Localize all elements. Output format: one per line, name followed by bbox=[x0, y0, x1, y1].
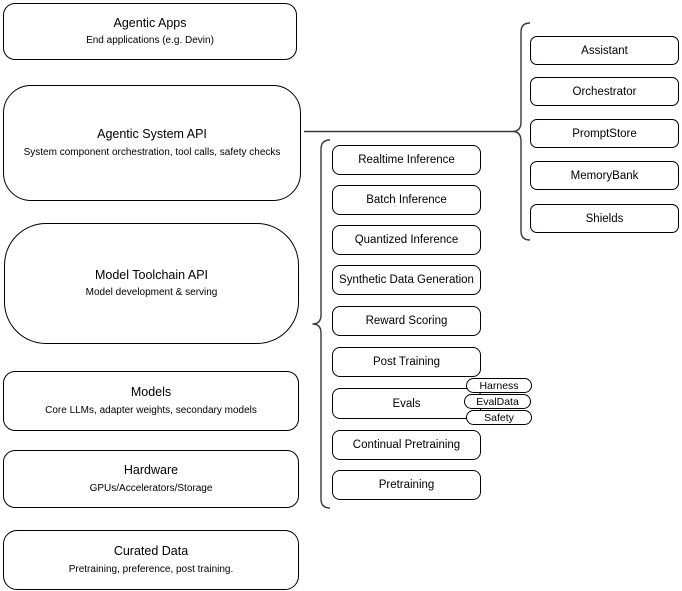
toolchain-item-realtime-inference: Realtime Inference bbox=[332, 145, 481, 175]
node-subtitle: System component orchestration, tool cal… bbox=[23, 146, 281, 158]
node-subtitle: Model development & serving bbox=[85, 287, 218, 299]
component-assistant: Assistant bbox=[530, 36, 679, 65]
node-subtitle: Core LLMs, adapter weights, secondary mo… bbox=[45, 404, 257, 416]
node-model-toolchain-api: Model Toolchain API Model development & … bbox=[4, 223, 299, 344]
node-models: Models Core LLMs, adapter weights, secon… bbox=[3, 371, 299, 431]
toolchain-item-pretraining: Pretraining bbox=[332, 470, 481, 500]
toolchain-item-continual-pretraining: Continual Pretraining bbox=[332, 430, 481, 460]
toolchain-item-quantized-inference: Quantized Inference bbox=[332, 225, 481, 255]
node-title: Agentic System API bbox=[97, 127, 207, 142]
node-hardware: Hardware GPUs/Accelerators/Storage bbox=[3, 450, 299, 508]
node-subtitle: GPUs/Accelerators/Storage bbox=[89, 482, 213, 494]
toolchain-item-reward-scoring: Reward Scoring bbox=[332, 306, 481, 336]
node-subtitle: End applications (e.g. Devin) bbox=[86, 35, 214, 47]
node-agentic-system-api: Agentic System API System component orch… bbox=[3, 85, 301, 201]
component-memorybank: MemoryBank bbox=[530, 161, 679, 190]
toolchain-brace bbox=[312, 139, 331, 509]
node-title: Model Toolchain API bbox=[94, 267, 209, 282]
toolchain-item-evals: Evals bbox=[332, 388, 481, 419]
node-title: Models bbox=[130, 385, 172, 400]
toolchain-item-synthetic-data-generation: Synthetic Data Generation bbox=[332, 265, 481, 295]
eval-tag-evaldata: EvalData bbox=[464, 394, 531, 409]
node-title: Curated Data bbox=[113, 544, 189, 559]
component-shields: Shields bbox=[530, 204, 679, 233]
toolchain-item-post-training: Post Training bbox=[332, 347, 481, 377]
node-title: Agentic Apps bbox=[113, 15, 187, 30]
toolchain-item-batch-inference: Batch Inference bbox=[332, 185, 481, 215]
component-promptstore: PromptStore bbox=[530, 119, 679, 148]
node-curated-data: Curated Data Pretraining, preference, po… bbox=[3, 530, 299, 590]
component-orchestrator: Orchestrator bbox=[530, 77, 679, 106]
eval-tag-harness: Harness bbox=[466, 378, 532, 393]
eval-tag-safety: Safety bbox=[466, 410, 532, 425]
components-brace bbox=[512, 22, 531, 241]
node-agentic-apps: Agentic Apps End applications (e.g. Devi… bbox=[3, 3, 297, 60]
node-subtitle: Pretraining, preference, post training. bbox=[68, 563, 234, 575]
node-title: Hardware bbox=[123, 463, 179, 478]
